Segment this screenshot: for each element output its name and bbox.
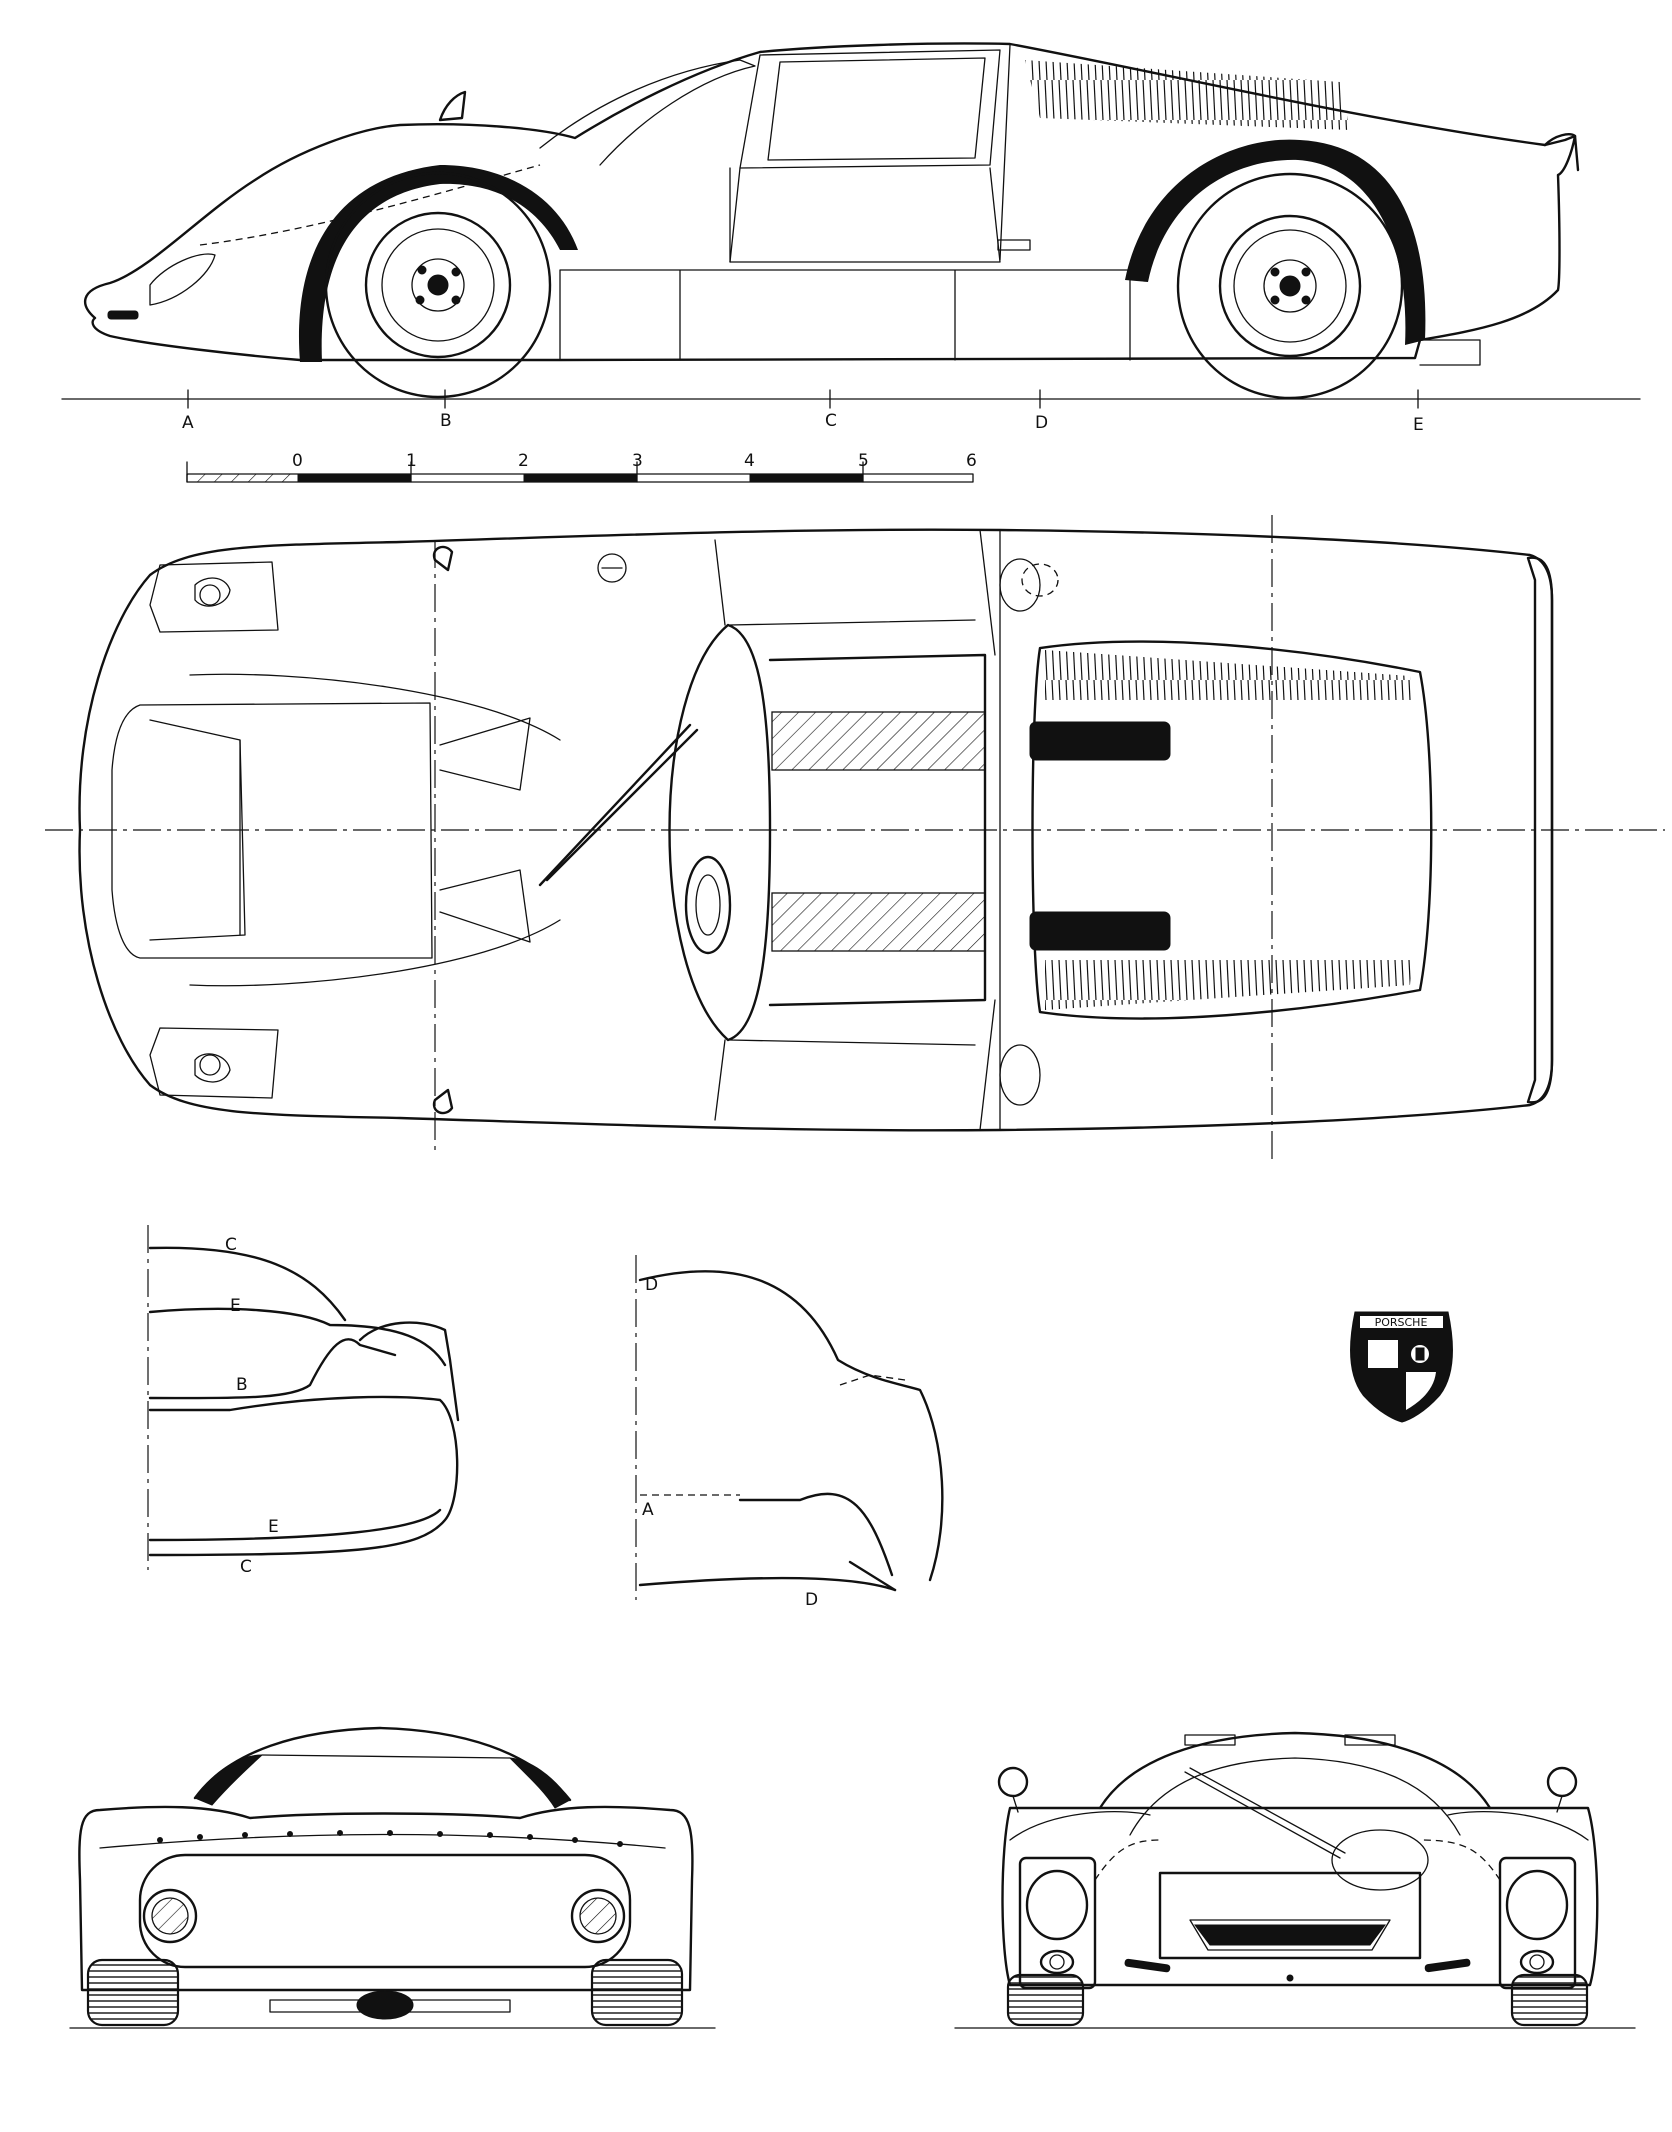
rear-view — [69, 1726, 716, 2029]
top-front-lamp-upper — [149, 561, 279, 633]
top-mirror-left — [432, 545, 454, 572]
side-mirror — [438, 90, 467, 122]
crest-shield — [1349, 1311, 1454, 1423]
section-rear: D A D — [635, 1255, 944, 1610]
scale-tick-0: 0 — [292, 451, 303, 471]
top-wiper — [538, 723, 692, 887]
front-tyre-left — [1006, 1973, 1085, 2027]
marker-d-label: D — [1035, 413, 1048, 433]
scale-tick-4: 4 — [744, 451, 755, 471]
top-engine-louvres-lower — [1045, 960, 1412, 1010]
side-window — [739, 49, 1001, 169]
front-wheel — [324, 171, 552, 399]
rear-rivets — [157, 1830, 623, 1847]
side-indicator — [107, 310, 139, 320]
section-front-label-e-top: E — [230, 1296, 241, 1316]
rear-tyre-left — [86, 1958, 180, 2027]
front-roof — [1098, 1731, 1492, 1810]
top-air-intake-upper — [1029, 721, 1171, 761]
rear-tail-light-right — [570, 1888, 626, 1944]
scale-tick-6: 6 — [966, 451, 977, 471]
top-front-hood — [111, 702, 433, 959]
marker-b-label: B — [440, 411, 452, 431]
marker-e-label: E — [1413, 415, 1424, 435]
front-plate-panel — [1158, 1871, 1422, 1960]
side-window-inner — [767, 57, 986, 161]
top-engine-louvres-upper — [1045, 650, 1412, 700]
crest-text: PORSCHE — [1375, 1316, 1428, 1329]
top-view — [45, 515, 1665, 1165]
top-oil-filler — [999, 558, 1041, 612]
door-handle — [997, 239, 1031, 251]
front-air-intake — [1194, 1924, 1386, 1946]
rear-exhaust — [356, 1990, 414, 2020]
section-front-label-e-bottom: E — [268, 1517, 279, 1537]
section-rear-label-d-bottom: D — [805, 1590, 818, 1610]
front-wheel-arch — [298, 165, 578, 362]
front-body-outline — [1001, 1806, 1599, 1987]
front-headlight-right — [1498, 1856, 1577, 1990]
top-engine-cover — [1031, 640, 1433, 1020]
top-front-lamp-lower — [149, 1027, 279, 1099]
scale-fine-segment — [187, 474, 297, 482]
side-rear-spoiler — [1543, 133, 1580, 172]
side-engine-louvres — [1025, 60, 1350, 130]
top-mirror-right — [432, 1088, 454, 1115]
side-windscreen — [539, 59, 756, 166]
top-hood-scoop-upper — [439, 717, 531, 791]
section-marker-d: D — [1035, 389, 1048, 433]
rear-wheel — [1176, 172, 1404, 400]
rear-tyre-right — [590, 1958, 684, 2027]
top-steering-wheel — [684, 855, 732, 955]
front-vent-left — [1124, 1958, 1171, 1973]
top-seat-hatch-upper — [771, 711, 986, 771]
scale-tick-5: 5 — [858, 451, 869, 471]
rear-tail-light-left — [142, 1888, 198, 1944]
front-steering-wheel — [1331, 1829, 1429, 1891]
rear-tail-panel — [138, 1853, 632, 1969]
section-marker-c: C — [825, 389, 837, 431]
top-fuel-cap — [597, 553, 627, 583]
front-tyre-right — [1510, 1973, 1589, 2027]
section-front-label-c-bottom: C — [240, 1557, 252, 1577]
section-marker-a: A — [182, 389, 194, 433]
top-air-intake-lower — [1029, 911, 1171, 951]
front-wiper — [1184, 1767, 1346, 1859]
porsche-crest: PORSCHE — [1349, 1311, 1454, 1423]
section-front: C E B E C — [147, 1225, 460, 1577]
top-cockpit — [768, 653, 987, 1007]
side-sill — [559, 269, 1131, 361]
scale-bar: 0 1 2 3 4 5 6 — [186, 451, 977, 483]
section-front-label-c-top: C — [225, 1235, 237, 1255]
section-rear-label-d-top: D — [645, 1275, 658, 1295]
section-front-label-b: B — [236, 1375, 248, 1395]
top-seat-hatch-lower — [771, 892, 986, 952]
front-vent-right — [1424, 1958, 1471, 1973]
section-marker-e: E — [1413, 389, 1424, 435]
top-windscreen — [668, 623, 772, 1042]
scale-tick-2: 2 — [518, 451, 529, 471]
side-view: A B C D E — [61, 42, 1641, 435]
side-door — [729, 167, 1001, 263]
front-mirror-right — [1546, 1766, 1578, 1813]
side-body-outline — [84, 42, 1577, 362]
rear-body-outline — [78, 1805, 694, 1992]
marker-c-label: C — [825, 411, 837, 431]
front-view — [954, 1731, 1636, 2029]
rear-wheel-arch — [1125, 139, 1426, 345]
side-headlight — [149, 253, 216, 306]
scale-tick-1: 1 — [406, 451, 417, 471]
front-mirror-left — [997, 1766, 1029, 1813]
front-headlight-left — [1018, 1856, 1097, 1990]
section-marker-b: B — [440, 389, 452, 431]
scale-tick-3: 3 — [632, 451, 643, 471]
section-rear-label-a: A — [642, 1500, 654, 1520]
rear-window — [194, 1754, 264, 1806]
top-hood-scoop-lower — [439, 869, 531, 943]
marker-a-label: A — [182, 413, 194, 433]
top-rear-spoiler — [1526, 556, 1554, 1104]
